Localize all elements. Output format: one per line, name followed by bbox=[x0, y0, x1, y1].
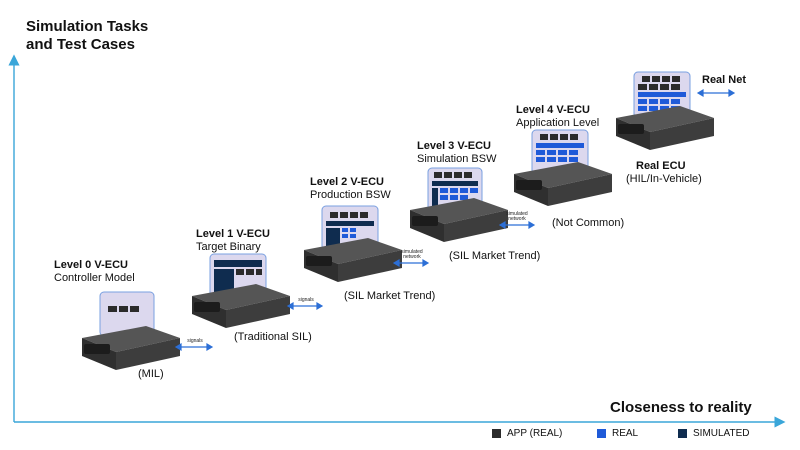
legend-label: REAL bbox=[612, 428, 639, 439]
legend-label: APP (REAL) bbox=[507, 428, 563, 439]
link-label-1: signals bbox=[298, 297, 314, 303]
square-icon bbox=[678, 429, 687, 438]
connector bbox=[84, 344, 110, 354]
ecu-level-1 bbox=[192, 253, 290, 328]
link-arrow-3 bbox=[498, 220, 536, 230]
ecu-level-2 bbox=[304, 205, 402, 282]
level-2-title: Level 2 V-ECU bbox=[310, 176, 384, 188]
level-3-note: (SIL Market Trend) bbox=[449, 250, 541, 262]
legend-real: REAL bbox=[597, 428, 638, 439]
x-axis-title: Closeness to reality bbox=[610, 399, 752, 416]
y-axis-title: Simulation Tasks and Test Cases bbox=[26, 18, 149, 53]
level-4-title: Level 4 V-ECU bbox=[516, 104, 590, 116]
connector bbox=[412, 216, 438, 226]
connector bbox=[194, 302, 220, 312]
level-4-subtitle: Application Level bbox=[516, 117, 600, 129]
level-1-title: Level 1 V-ECU bbox=[196, 228, 270, 240]
link-arrow-0 bbox=[174, 342, 214, 352]
legend-simulated: SIMULATED bbox=[678, 428, 750, 439]
level-0-title: Level 0 V-ECU bbox=[54, 259, 128, 271]
level-0-note: (MIL) bbox=[138, 368, 164, 380]
level-1-subtitle: Target Binary bbox=[196, 241, 261, 253]
level-3-title: Level 3 V-ECU bbox=[417, 140, 491, 152]
real-ecu-title: Real ECU bbox=[636, 160, 686, 172]
link-label-0: signals bbox=[187, 338, 203, 344]
link-arrow-2 bbox=[392, 258, 430, 268]
ecu-level-0 bbox=[82, 291, 180, 370]
level-4-note: (Not Common) bbox=[552, 217, 625, 229]
ecu-real bbox=[616, 71, 714, 150]
screen-blocks bbox=[214, 260, 262, 293]
legend-label: SIMULATED bbox=[693, 428, 750, 439]
square-icon bbox=[492, 429, 501, 438]
ecu-level-4 bbox=[514, 129, 612, 206]
connector bbox=[516, 180, 542, 190]
link-arrow-1 bbox=[286, 301, 324, 311]
legend-app-real: APP (REAL) bbox=[492, 428, 562, 439]
level-0-subtitle: Controller Model bbox=[54, 272, 135, 284]
connector bbox=[306, 256, 332, 266]
screen-blocks bbox=[536, 134, 584, 162]
level-1-note: (Traditional SIL) bbox=[234, 331, 312, 343]
real-net-label: Real Net bbox=[702, 74, 747, 86]
ecu-level-3 bbox=[410, 167, 508, 242]
level-3-subtitle: Simulation BSW bbox=[417, 153, 497, 165]
level-2-subtitle: Production BSW bbox=[310, 189, 391, 201]
screen-blocks bbox=[326, 212, 374, 246]
screen-blocks bbox=[432, 172, 478, 206]
level-2-note: (SIL Market Trend) bbox=[344, 290, 436, 302]
screen-blocks bbox=[108, 306, 139, 312]
connector bbox=[618, 124, 644, 134]
real-ecu-subtitle: (HIL/In-Vehicle) bbox=[626, 173, 702, 185]
square-icon bbox=[597, 429, 606, 438]
link-arrow-real-net bbox=[696, 88, 736, 98]
